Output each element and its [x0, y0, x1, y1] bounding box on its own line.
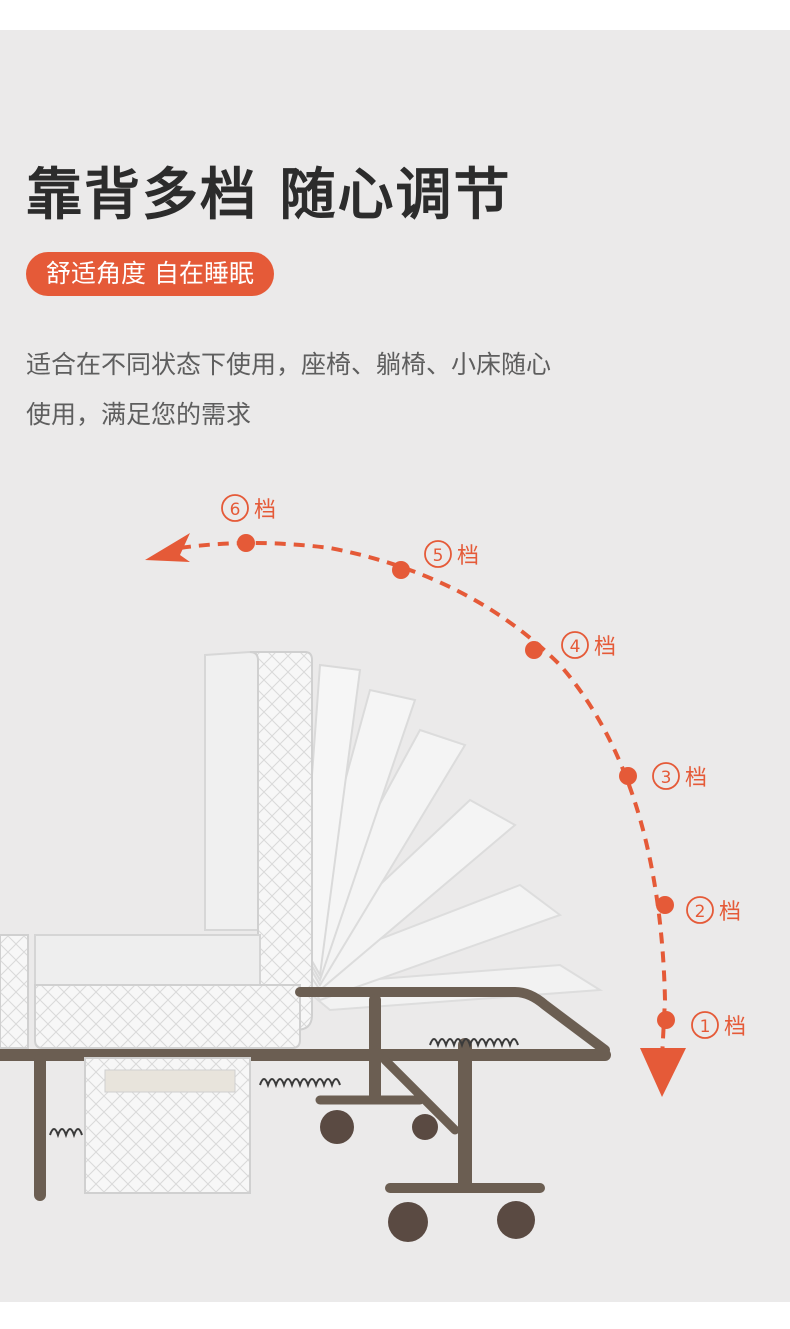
seat-mattress — [0, 934, 301, 1049]
svg-text:3: 3 — [661, 768, 672, 788]
svg-text:4: 4 — [570, 637, 581, 657]
springs — [49, 1038, 519, 1139]
svg-text:档: 档 — [685, 766, 707, 791]
description-line-1: 适合在不同状态下使用，座椅、躺椅、小床随心 — [26, 350, 552, 379]
angle-arc — [179, 541, 668, 1059]
gear-label-6: 6 档 — [221, 494, 276, 523]
arrow-up-left-icon — [145, 533, 190, 562]
description-line-2: 使用，满足您的需求 — [26, 400, 252, 429]
gear-dots — [237, 534, 675, 1029]
svg-text:档: 档 — [719, 900, 741, 925]
storage-pocket — [84, 1057, 251, 1194]
gear-label-3: 3 档 — [652, 762, 707, 791]
svg-text:1: 1 — [700, 1017, 711, 1037]
svg-text:5: 5 — [433, 546, 444, 566]
arrow-down-icon — [640, 1048, 686, 1097]
gear-label-5: 5 档 — [424, 540, 479, 569]
gear-label-4: 4 档 — [561, 631, 616, 660]
svg-text:档: 档 — [457, 544, 479, 569]
svg-text:档: 档 — [724, 1015, 746, 1040]
bed-frame — [0, 987, 611, 1201]
svg-text:2: 2 — [695, 902, 706, 922]
gear-label-1: 1 档 — [691, 1011, 746, 1040]
svg-text:档: 档 — [594, 635, 616, 660]
svg-text:6: 6 — [230, 500, 241, 520]
caster-wheels — [320, 1110, 535, 1242]
svg-text:档: 档 — [254, 498, 276, 523]
page-title: 靠背多档 随心调节 — [26, 163, 512, 228]
tagline-badge: 舒适角度 自在睡眠 — [26, 252, 274, 296]
gear-label-2: 2 档 — [686, 896, 741, 925]
backrest-positions — [297, 663, 604, 1012]
backrest-upright — [204, 650, 313, 1031]
description: 适合在不同状态下使用，座椅、躺椅、小床随心 使用，满足您的需求 — [26, 340, 686, 440]
